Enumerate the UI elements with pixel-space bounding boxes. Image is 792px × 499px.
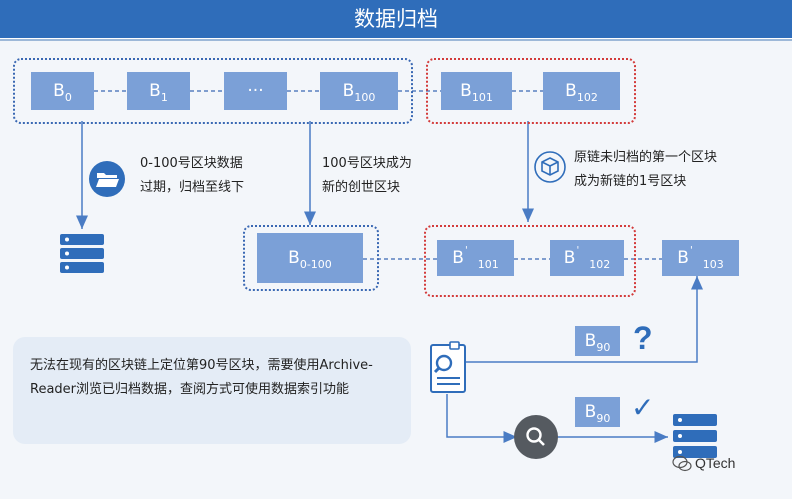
archive-reader-icon [430, 341, 466, 393]
arrow-to-search [446, 394, 517, 443]
question-mark-icon: ? [633, 320, 653, 356]
unarchived-blocks-group [426, 58, 636, 124]
archived-blocks-group [13, 58, 413, 124]
archive-database-icon [673, 414, 717, 458]
search-icon [514, 415, 558, 459]
archive-note: 0-100号区块数据 过期，归档至线下 [140, 156, 245, 195]
genesis-note: 100号区块成为 新的创世区块 [322, 156, 412, 195]
info-box [13, 337, 411, 444]
block-ellipsis: ··· [224, 72, 287, 110]
info-text: 无法在现有的区块链上定位第90号区块，需要使用Archive-Reader浏览已… [30, 358, 373, 397]
arrow-query-fail [447, 276, 703, 363]
block-b103-prime: B'103 [662, 240, 739, 276]
check-icon: ✓ [631, 391, 655, 424]
first-block-note: 原链未归档的第一个区块 成为新链的1号区块 [574, 150, 718, 189]
cube-icon [534, 151, 566, 183]
block-b102-prime: B'102 [550, 240, 624, 276]
block-b101-prime: B'101 [437, 240, 514, 276]
header-divider [0, 39, 792, 41]
new-chain-group [424, 225, 636, 297]
watermark-text: QTech [695, 455, 736, 471]
wechat-icon [672, 455, 692, 472]
new-genesis-group [243, 225, 379, 291]
page-title: 数据归档 [0, 0, 792, 38]
offline-storage-icon [60, 234, 104, 273]
folder-icon [89, 161, 125, 197]
